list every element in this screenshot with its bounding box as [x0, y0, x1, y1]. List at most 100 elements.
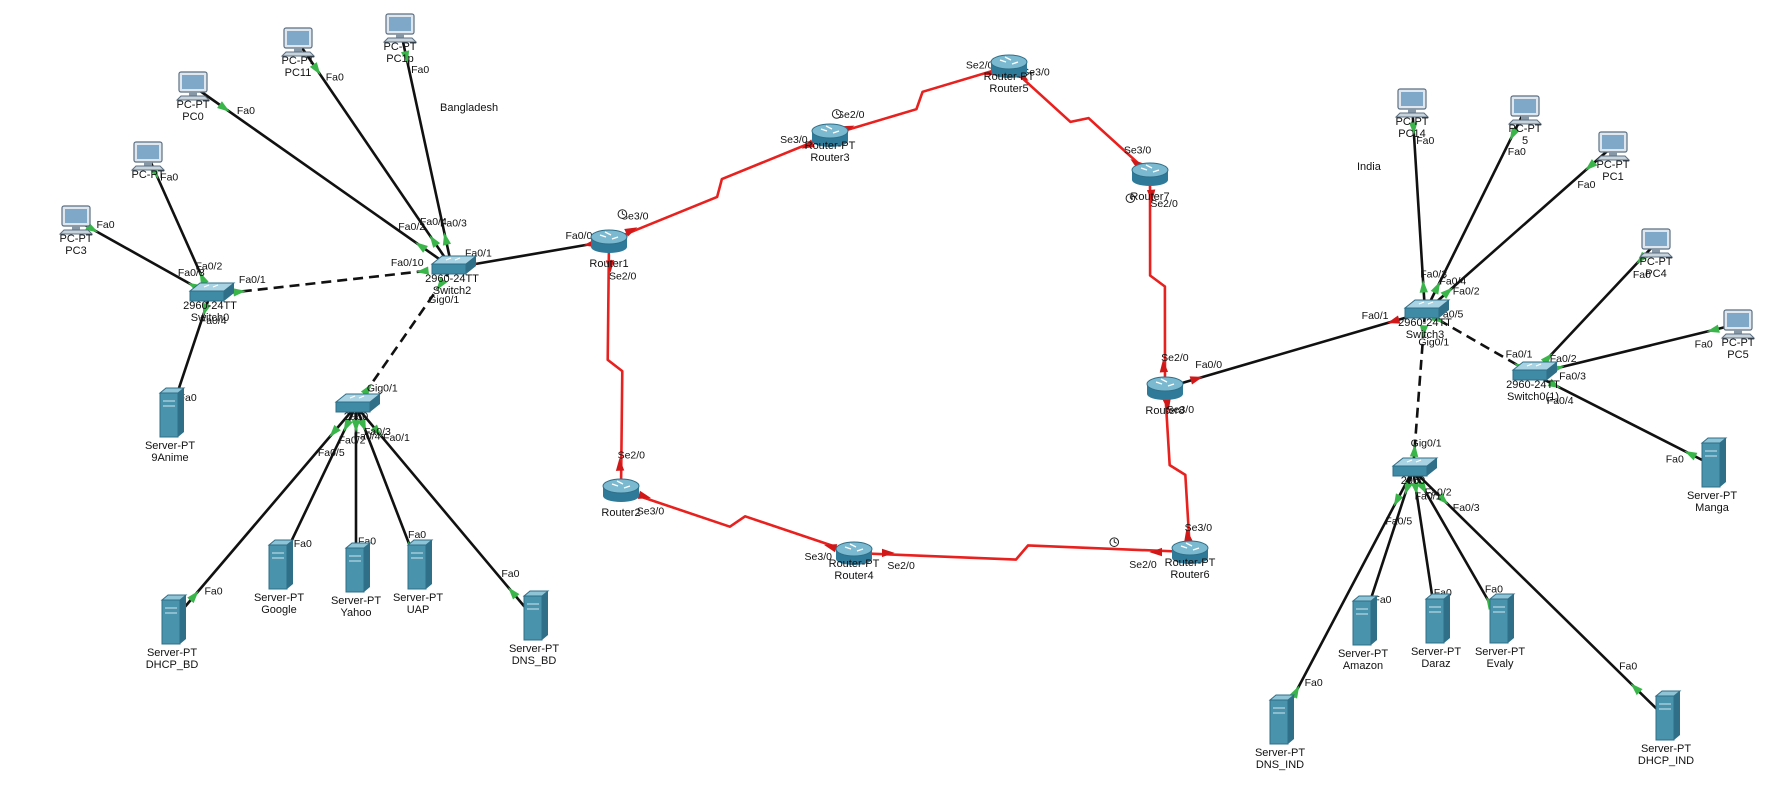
- link-r3-r5[interactable]: [829, 64, 1010, 137]
- copper-cable[interactable]: [1278, 469, 1415, 723]
- device-r1[interactable]: Router1: [589, 229, 629, 270]
- copper-cable[interactable]: [398, 27, 454, 269]
- port-label: Fa0/2: [1425, 487, 1452, 499]
- link-pcI1-sw3[interactable]: [1409, 102, 1428, 313]
- link-swBD-srvDhcpBd[interactable]: [171, 405, 357, 623]
- crossover-cable[interactable]: [1411, 311, 1427, 471]
- crossover-cable[interactable]: [354, 267, 454, 407]
- device-r8[interactable]: Router8: [1145, 376, 1185, 417]
- link-pc0-sw2[interactable]: [192, 84, 453, 270]
- copper-cable[interactable]: [1532, 242, 1657, 375]
- link-pc3-sw0[interactable]: [75, 218, 211, 297]
- copper-cable[interactable]: [1411, 469, 1502, 622]
- copper-cable[interactable]: [354, 405, 420, 568]
- copper-cable[interactable]: [146, 155, 212, 296]
- copper-cable[interactable]: [1532, 372, 1713, 467]
- device-swIN[interactable]: 2960: [1391, 457, 1439, 487]
- link-r1-r2[interactable]: [605, 240, 625, 491]
- copper-cable[interactable]: [1164, 310, 1426, 390]
- serial-cable[interactable]: [608, 133, 831, 243]
- port-label: Se3/0: [780, 134, 808, 146]
- copper-cable[interactable]: [1410, 102, 1427, 313]
- link-end-up-marker: [187, 590, 199, 604]
- link-swIN-srvDhcpInd[interactable]: [1412, 469, 1667, 719]
- serial-cable[interactable]: [853, 544, 1191, 561]
- link-sw2-swBD[interactable]: [354, 267, 454, 407]
- link-pc1p-sw2[interactable]: [398, 27, 454, 269]
- link-r1-r3[interactable]: [608, 133, 831, 243]
- link-r4-r2[interactable]: [620, 488, 855, 555]
- copper-cable[interactable]: [171, 405, 357, 623]
- link-swBD-srvDnsBd[interactable]: [355, 405, 535, 619]
- link-pcI3-sw3[interactable]: [1424, 145, 1614, 313]
- serial-cable[interactable]: [606, 240, 624, 491]
- serial-cable[interactable]: [829, 64, 1010, 137]
- link-end-up-marker: [1430, 281, 1441, 295]
- link-r8-sw3[interactable]: [1164, 310, 1426, 390]
- serial-cable[interactable]: [1148, 173, 1167, 389]
- device-r2[interactable]: Router2: [601, 478, 641, 519]
- link-sw0-sw2[interactable]: [209, 266, 453, 297]
- copper-cable[interactable]: [1532, 322, 1739, 376]
- link-r7-r8[interactable]: [1146, 173, 1169, 389]
- copper-cable[interactable]: [1424, 145, 1614, 313]
- copper-cable[interactable]: [1412, 469, 1667, 719]
- link-srvManga-sw01[interactable]: [1532, 372, 1713, 467]
- device-name-label: Daraz: [1421, 658, 1450, 670]
- link-swIN-srvDnsInd[interactable]: [1278, 469, 1415, 723]
- link-pcI2-sw3[interactable]: [1423, 109, 1527, 313]
- copper-cable[interactable]: [1423, 109, 1527, 313]
- copper-cable[interactable]: [355, 405, 535, 619]
- device-pcI2[interactable]: PC-PT5: [1507, 95, 1543, 147]
- link-sw3-swIN[interactable]: [1409, 311, 1429, 471]
- copper-cable[interactable]: [451, 239, 610, 270]
- serial-cable[interactable]: [1008, 65, 1151, 175]
- link-r6-r4[interactable]: [853, 544, 1191, 561]
- port-label: Fa0/1: [1362, 310, 1389, 322]
- link-pc11-sw2[interactable]: [296, 41, 454, 269]
- copper-cable[interactable]: [75, 218, 211, 297]
- device-model-label: Server-PT: [1411, 646, 1461, 658]
- server-icon: [522, 590, 550, 641]
- device-swBD[interactable]: 2960: [334, 393, 382, 423]
- device-pcL[interactable]: PC-PT: [130, 141, 166, 181]
- link-r8-r6[interactable]: [1162, 387, 1193, 553]
- copper-cable[interactable]: [296, 41, 454, 269]
- serial-cable[interactable]: [620, 488, 855, 555]
- pc-icon: [130, 141, 166, 171]
- device-r7[interactable]: Router7: [1130, 162, 1170, 203]
- crossover-cable[interactable]: [209, 266, 453, 297]
- copper-cable[interactable]: [192, 84, 453, 270]
- pc-icon: [1394, 88, 1430, 118]
- serial-cable[interactable]: [1163, 387, 1192, 553]
- link-end-up-marker: [217, 101, 230, 112]
